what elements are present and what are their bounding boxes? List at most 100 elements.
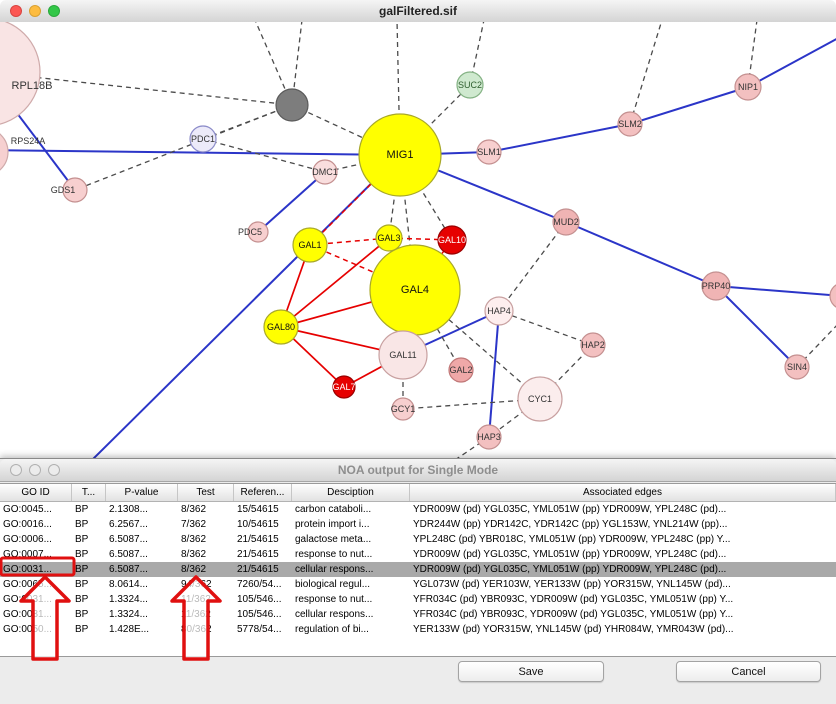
node-hap4[interactable] [484,296,514,326]
node-gds1[interactable] [62,177,88,203]
table-cell: 105/546... [237,594,282,605]
node-gal10[interactable] [437,225,467,255]
node-msn[interactable] [829,283,836,309]
node-label-gal11: GAL11 [389,350,416,360]
node-gcy1[interactable] [391,397,415,421]
table-cell: cellular respons... [295,609,374,620]
column-header-1[interactable]: T... [72,484,106,501]
table-cell: YDR009W (pd) YGL035C, YML051W (pp) YDR00… [413,564,727,575]
node-hap2[interactable] [580,332,606,358]
node-hap3[interactable] [476,424,502,450]
node-label-mig1: MIG1 [387,149,414,161]
table-cell: 6.5087... [109,534,148,545]
zoom-button[interactable] [48,5,60,17]
node-gal3[interactable] [375,224,403,252]
node-gal11[interactable] [378,330,428,380]
minimize-button-inactive[interactable] [29,464,41,476]
column-header-2[interactable]: P-value [106,484,178,501]
noa-window-titlebar[interactable]: NOA output for Single Mode [0,459,836,482]
table-cell: YDR009W (pd) YGL035C, YML051W (pp) YDR00… [413,549,727,560]
node-label-rps24a: RPS24A [11,136,46,146]
table-cell: GO:0050... [3,624,52,635]
network-edge [498,310,594,346]
node-mud2[interactable] [552,208,580,236]
column-header-5[interactable]: Desciption [292,484,410,501]
column-header-4[interactable]: Referen... [234,484,292,501]
close-button[interactable] [10,5,22,17]
table-cell: 7/362 [181,519,207,530]
table-cell: BP [75,549,89,560]
node-label-gal1: GAL1 [298,240,321,250]
cancel-button[interactable]: Cancel [676,661,821,682]
node-gal7[interactable] [332,375,356,399]
node-gal1[interactable] [292,227,328,263]
node-pdc5[interactable] [247,221,269,243]
close-button-inactive[interactable] [10,464,22,476]
node-label-hap3: HAP3 [477,432,501,442]
node-rpl18b[interactable] [0,22,41,126]
node-slm1[interactable] [476,139,502,165]
table-cell: 94/362 [181,579,212,590]
table-cell: biological regul... [295,579,371,590]
table-cell: YDR244W (pp) YDR142C, YDR142C (pp) YGL15… [413,519,728,530]
table-cell: 11/362 [181,594,211,605]
node-rps24a[interactable] [0,128,9,176]
table-cell: 1.3324... [109,594,148,605]
node-mig1[interactable] [358,113,442,197]
table-cell: carbon cataboli... [295,504,372,515]
network-edge [257,171,326,233]
column-header-0[interactable]: GO ID [0,484,72,501]
table-cell: 6.2567... [109,519,148,530]
zoom-button-inactive[interactable] [48,464,60,476]
node-gal2[interactable] [448,357,474,383]
network-edge [280,237,390,328]
table-cell: YER133W (pd) YOR315W, YNL145W (pd) YHR08… [413,624,734,635]
table-cell: BP [75,564,89,575]
node-label-suc2: SUC2 [458,80,482,90]
node-label-gal2: GAL2 [449,365,472,375]
network-edge [414,289,462,371]
table-cell: YPL248C (pd) YBR018C, YML051W (pp) YDR00… [413,534,731,545]
network-canvas[interactable]: RPL18BRPS24AGDS1PDC1DMC1MIG1SUC2SLM1SLM2… [0,22,836,458]
table-cell: YFR034C (pd) YBR093C, YDR009W (pd) YGL03… [413,609,734,620]
node-suc2[interactable] [456,71,484,99]
minimize-button[interactable] [29,5,41,17]
node-graynode[interactable] [275,88,309,122]
node-label-gal80: GAL80 [267,322,295,332]
node-sin4[interactable] [784,354,810,380]
network-edge [74,104,293,191]
node-cyc1[interactable] [517,376,563,422]
network-edge [309,244,416,291]
network-edge [629,86,749,125]
node-pdc1[interactable] [189,125,217,153]
save-button[interactable]: Save [458,661,604,682]
node-nip1[interactable] [734,73,762,101]
node-prp40[interactable] [701,271,731,301]
table-cell: galactose meta... [295,534,372,545]
table-cell: 8/362 [181,534,207,545]
node-label-gal4: GAL4 [401,284,429,296]
table-cell: BP [75,624,89,635]
node-dmc1[interactable] [312,159,338,185]
network-window-titlebar[interactable]: galFiltered.sif [0,0,836,23]
table-cell: 6.5087... [109,549,148,560]
network-edge [565,221,717,287]
table-cell: 21/54615 [237,534,279,545]
node-slm2[interactable] [617,111,643,137]
network-edge [488,123,631,153]
node-gal80[interactable] [263,309,299,345]
column-header-6[interactable]: Associated edges [410,484,836,501]
column-header-3[interactable]: Test [178,484,234,501]
table-cell: 21/54615 [237,564,279,575]
